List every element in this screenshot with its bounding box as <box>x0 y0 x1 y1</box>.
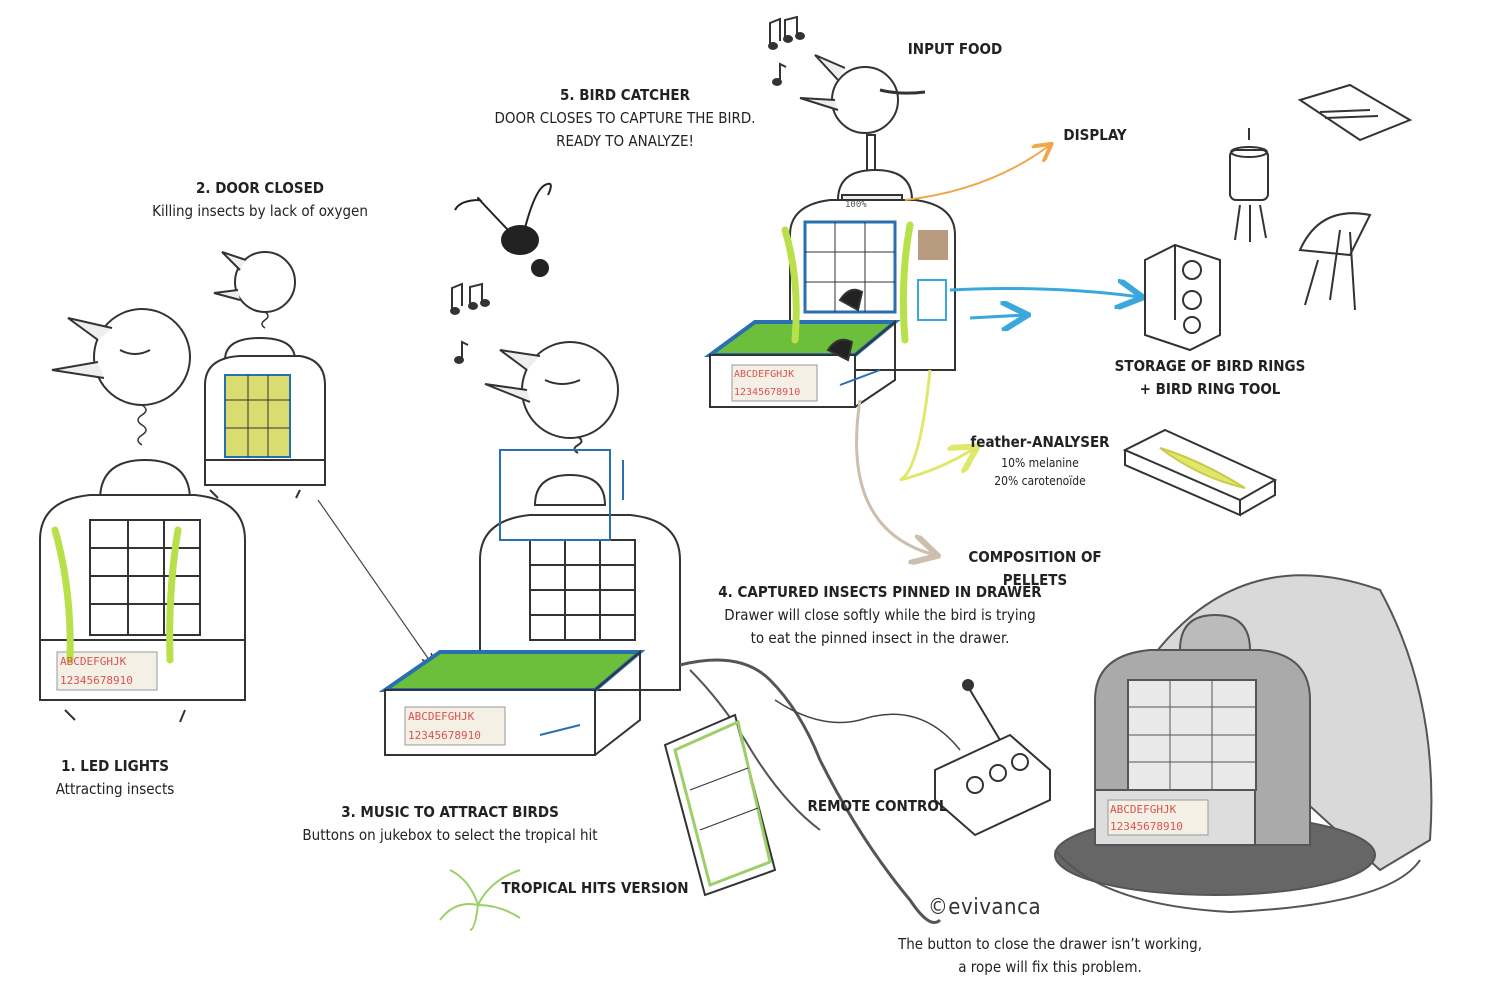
pellets-label: COMPOSITION OF PELLETS <box>935 546 1135 592</box>
step-1-title: 1. LED LIGHTS <box>61 757 169 775</box>
keypad-numbers: 12345678910 <box>408 729 481 742</box>
step-4-label: 4. CAPTURED INSECTS PINNED IN DRAWER Dra… <box>690 581 1070 650</box>
rope-note: The button to close the drawer isn’t wor… <box>860 933 1240 979</box>
step-4-title: 4. CAPTURED INSECTS PINNED IN DRAWER <box>718 583 1042 601</box>
copyright: ©evivanca <box>928 895 1042 920</box>
keypad-letters: ABCDEFGHJK <box>734 369 794 380</box>
keypad-1: ABCDEFGHJK 12345678910 <box>60 655 133 687</box>
step-2-title: 2. DOOR CLOSED <box>195 179 325 197</box>
feather-analyser-title: feather-ANALYSER <box>970 433 1110 451</box>
keypad-numbers: 12345678910 <box>1110 820 1183 833</box>
feather-analyser-label: feather-ANALYSER 10% melanine 20% carote… <box>965 431 1115 490</box>
music-notes-icon <box>450 15 805 364</box>
keypad-stored: ABCDEFGHJK 12345678910 <box>1110 803 1183 833</box>
step-5-line2: READY TO ANALYZE! <box>556 132 694 150</box>
feather-analyser-melanine: 10% melanine <box>1001 456 1079 470</box>
step-3-title: 3. MUSIC TO ATTRACT BIRDS <box>341 803 559 821</box>
tropical-hits-title: TROPICAL HITS VERSION <box>501 879 689 897</box>
tropical-hits-label: TROPICAL HITS VERSION <box>500 877 690 900</box>
input-food-label: INPUT FOOD <box>895 38 1015 61</box>
keypad-letters: ABCDEFGHJK <box>1110 803 1177 816</box>
tropical-hits-card <box>663 713 777 897</box>
display-title: DISPLAY <box>1063 126 1127 144</box>
keypad-letters: ABCDEFGHJK <box>408 710 475 723</box>
keypad-3: ABCDEFGHJK 12345678910 <box>408 710 481 742</box>
step-1-label: 1. LED LIGHTS Attracting insects <box>40 755 190 801</box>
feather-analyser-carotenoide: 20% carotenoïde <box>994 474 1086 488</box>
step-2-text: Killing insects by lack of oxygen <box>152 202 368 220</box>
bird-ring-storage <box>1144 243 1221 352</box>
step-4-line1: Drawer will close softly while the bird … <box>724 606 1036 624</box>
keypad-numbers: 12345678910 <box>60 674 133 687</box>
display-readout: 100% <box>845 200 867 210</box>
step-3-text: Buttons on jukebox to select the tropica… <box>302 826 598 844</box>
stored-jukebox <box>1054 574 1433 914</box>
rope-note-line-1: The button to close the drawer isn’t wor… <box>897 935 1203 953</box>
keypad-5: ABCDEFGHJK 12345678910 <box>734 369 800 398</box>
flying-bird-icon <box>454 182 552 277</box>
storage-line-1: STORAGE OF BIRD RINGS <box>1114 357 1306 375</box>
step-2-label: 2. DOOR CLOSED Killing insects by lack o… <box>120 177 400 223</box>
display-label: DISPLAY <box>1050 124 1140 147</box>
pellets-title: COMPOSITION OF PELLETS <box>968 548 1102 589</box>
machine-music <box>378 341 681 756</box>
storage-line-2: + BIRD RING TOOL <box>1139 380 1281 398</box>
step-5-title: 5. BIRD CATCHER <box>559 86 690 104</box>
remote-control-title: REMOTE CONTROL <box>807 797 948 815</box>
keypad-letters: ABCDEFGHJK <box>60 655 127 668</box>
storage-label: STORAGE OF BIRD RINGS + BIRD RING TOOL <box>1100 355 1320 401</box>
machine-led-lights <box>39 308 246 723</box>
step-4-line2: to eat the pinned insect in the drawer. <box>750 629 1010 647</box>
step-1-text: Attracting insects <box>55 780 175 798</box>
remote-control-icon <box>934 679 1051 837</box>
step-5-label: 5. BIRD CATCHER DOOR CLOSES TO CAPTURE T… <box>470 84 780 153</box>
keypad-numbers: 12345678910 <box>734 387 800 398</box>
bird-ring-tool-icon <box>1229 83 1413 311</box>
step-3-label: 3. MUSIC TO ATTRACT BIRDS Buttons on juk… <box>270 801 630 847</box>
input-food-title: INPUT FOOD <box>907 40 1003 58</box>
rope-note-line-2: a rope will fix this problem. <box>958 958 1142 976</box>
feather-analyser-box <box>1122 428 1278 517</box>
machine-door-closed <box>204 251 326 499</box>
palm-tree-icon <box>439 869 521 931</box>
machine-bird-catcher <box>703 54 956 408</box>
remote-control-label: REMOTE CONTROL <box>805 795 950 818</box>
step-5-line1: DOOR CLOSES TO CAPTURE THE BIRD. <box>494 109 756 127</box>
rope-wire <box>679 658 942 924</box>
